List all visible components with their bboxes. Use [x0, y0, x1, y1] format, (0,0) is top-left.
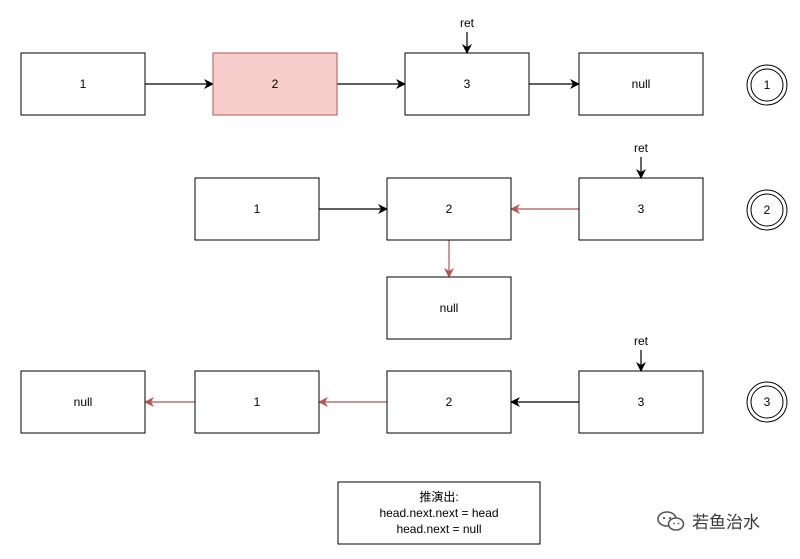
- ret-pointer-label: ret: [460, 16, 475, 30]
- wechat-icon: [657, 510, 685, 531]
- node-label: null: [74, 395, 93, 409]
- node-box: [20, 370, 146, 434]
- step-inner-ring: [750, 68, 784, 102]
- list-node: 2: [212, 52, 338, 116]
- node-label: 3: [638, 395, 645, 409]
- list-node: 2: [386, 177, 512, 241]
- note-line-2: head.next = null: [396, 522, 481, 536]
- node-box: [386, 370, 512, 434]
- node-box-highlighted: [212, 52, 338, 116]
- node-label: 2: [446, 395, 453, 409]
- watermark-text: 若鱼治水: [692, 513, 760, 533]
- node-box: [578, 370, 704, 434]
- step-number: 2: [764, 203, 771, 217]
- node-label: 2: [446, 202, 453, 216]
- node-label: 2: [272, 77, 279, 91]
- list-node: 3: [578, 177, 704, 241]
- node-box: [386, 276, 512, 340]
- step-marker: 1: [746, 64, 788, 106]
- node-label: 3: [464, 77, 471, 91]
- step-inner-ring: [750, 385, 784, 419]
- derivation-note: 推演出: head.next.next = head head.next = n…: [337, 481, 541, 545]
- ret-pointer-label: ret: [634, 141, 649, 155]
- node-label: 1: [254, 395, 261, 409]
- node-box: [194, 370, 320, 434]
- step-number: 3: [764, 395, 771, 409]
- list-node: null: [578, 52, 704, 116]
- list-node: 2: [386, 370, 512, 434]
- watermark: 若鱼治水: [656, 508, 760, 533]
- note-line-title: 推演出:: [419, 489, 458, 504]
- list-node: 1: [20, 52, 146, 116]
- step-number: 1: [764, 78, 771, 92]
- step-marker: 3: [746, 381, 788, 423]
- node-label: null: [632, 77, 651, 91]
- node-box: [578, 52, 704, 116]
- list-node: null: [386, 276, 512, 340]
- list-node: 1: [194, 370, 320, 434]
- node-label: null: [440, 301, 459, 315]
- node-label: 3: [638, 202, 645, 216]
- step-marker: 2: [746, 189, 788, 231]
- step-inner-ring: [750, 193, 784, 227]
- list-node: 1: [194, 177, 320, 241]
- node-box: [20, 52, 146, 116]
- node-box: [194, 177, 320, 241]
- note-line-1: head.next.next = head: [379, 506, 498, 520]
- list-node: 3: [404, 52, 530, 116]
- node-box: [404, 52, 530, 116]
- node-label: 1: [254, 202, 261, 216]
- ret-pointer-label: ret: [634, 334, 649, 348]
- list-node: 3: [578, 370, 704, 434]
- list-node: null: [20, 370, 146, 434]
- node-label: 1: [80, 77, 87, 91]
- node-box: [386, 177, 512, 241]
